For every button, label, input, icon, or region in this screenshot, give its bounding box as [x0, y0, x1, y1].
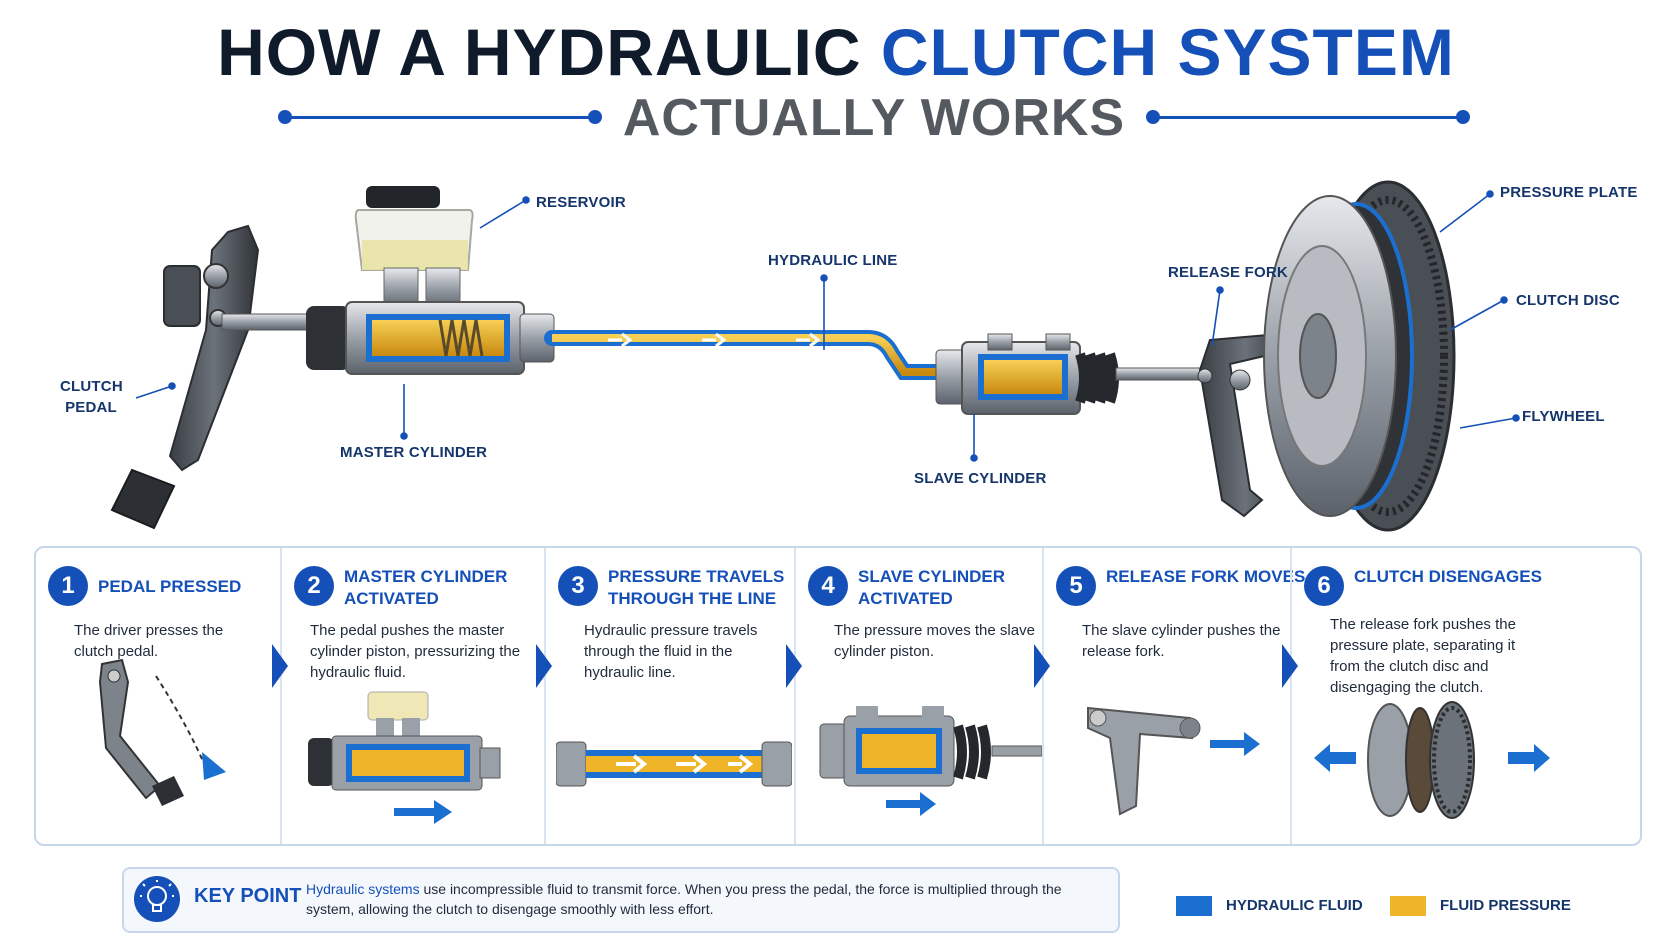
key-point-highlight: Hydraulic systems — [306, 881, 420, 897]
step-arrow — [272, 644, 288, 688]
step-title: PRESSURE TRAVELS THROUGH THE LINE — [608, 567, 785, 608]
step-title: SLAVE CYLINDER ACTIVATED — [858, 567, 1006, 608]
step-divider — [544, 548, 546, 844]
legend-label-fluid: HYDRAULIC FLUID — [1226, 897, 1363, 914]
step-number: 4 — [808, 566, 848, 606]
step-divider — [280, 548, 282, 844]
slave-cylinder-graphic — [935, 333, 1217, 415]
step-title: PEDAL PRESSED — [98, 577, 242, 596]
title-main: HOW A HYDRAULIC — [217, 15, 881, 89]
master-cylinder-icon — [308, 691, 501, 824]
step-number: 6 — [1304, 566, 1344, 606]
step-arrow — [536, 644, 552, 688]
step-desc: The pressure moves the slave cylinder pi… — [834, 622, 1035, 660]
step-4: 4 SLAVE CYLINDER ACTIVATED The pressure … — [796, 548, 1042, 844]
step-desc: The driver presses the clutch pedal. — [74, 622, 224, 660]
step-desc: The release fork pushes the pressure pla… — [1330, 616, 1516, 696]
subtitle-row: ACTUALLY WORKS — [278, 88, 1470, 148]
step-title: CLUTCH DISENGAGES — [1354, 567, 1542, 586]
label-hydraulic-line: HYDRAULIC LINE — [768, 252, 898, 269]
label-slave-cylinder: SLAVE CYLINDER — [914, 470, 1047, 487]
label-reservoir: RESERVOIR — [536, 194, 626, 211]
step-divider — [1290, 548, 1292, 844]
step-1: 1 PEDAL PRESSED The driver presses the c… — [36, 548, 280, 844]
step-divider — [1042, 548, 1044, 844]
clutch-pedal-graphic — [110, 224, 313, 530]
label-clutch-pedal: CLUTCH PEDAL — [60, 378, 123, 416]
label-master-cylinder: MASTER CYLINDER — [340, 444, 488, 461]
page-subtitle: ACTUALLY WORKS — [622, 89, 1126, 147]
step-arrow — [1282, 644, 1298, 688]
step-number: 3 — [558, 566, 598, 606]
step-5: 5 RELEASE FORK MOVES The slave cylinder … — [1044, 548, 1305, 844]
rule-right — [1152, 116, 1462, 119]
step-6: 6 CLUTCH DISENGAGES The release fork pus… — [1292, 548, 1638, 844]
pedal-icon — [98, 658, 226, 806]
key-point-title: KEY POINT — [194, 885, 302, 907]
step-divider — [794, 548, 796, 844]
rule-left — [284, 116, 594, 119]
step-desc: The slave cylinder pushes the release fo… — [1082, 622, 1281, 660]
clutch-disengage-icon — [1314, 701, 1550, 819]
step-2: 2 MASTER CYLINDER ACTIVATED The pedal pu… — [282, 548, 544, 844]
key-point-text: Hydraulic systems use incompressible flu… — [306, 879, 1106, 919]
label-flywheel: FLYWHEEL — [1522, 408, 1605, 425]
rule-dot-right — [1456, 110, 1470, 124]
clutch-system-illustration — [110, 180, 1520, 532]
label-release-fork: RELEASE FORK — [1168, 264, 1288, 281]
lightbulb-icon — [134, 876, 180, 922]
step-title: RELEASE FORK MOVES — [1106, 567, 1306, 586]
page-title: HOW A HYDRAULIC CLUTCH SYSTEM — [0, 14, 1672, 90]
leader-lines — [135, 190, 1520, 462]
step-arrow — [1034, 644, 1050, 688]
slave-cylinder-icon — [819, 706, 1042, 816]
step-number: 1 — [48, 566, 88, 606]
step-desc: The pedal pushes the master cylinder pis… — [310, 622, 521, 681]
step-number: 5 — [1056, 566, 1096, 606]
title-accent: CLUTCH SYSTEM — [880, 15, 1455, 89]
step-arrow — [786, 644, 802, 688]
steps-panel: 1 PEDAL PRESSED The driver presses the c… — [34, 546, 1642, 846]
rule-dot-inner-left — [588, 110, 602, 124]
hydraulic-line-icon — [556, 741, 792, 787]
legend-swatch-pressure — [1390, 896, 1426, 916]
key-point-body: use incompressible fluid to transmit for… — [306, 881, 1062, 917]
legend-swatch-fluid — [1176, 896, 1212, 916]
step-desc: Hydraulic pressure travels through the f… — [584, 622, 758, 681]
label-pressure-plate: PRESSURE PLATE — [1500, 184, 1638, 201]
hydraulic-line-graphic — [544, 330, 948, 380]
master-cylinder-graphic — [306, 186, 555, 375]
step-number: 2 — [294, 566, 334, 606]
label-clutch-disc: CLUTCH DISC — [1516, 292, 1620, 309]
clutch-assembly-graphic — [1263, 180, 1456, 532]
release-fork-icon — [1087, 706, 1260, 816]
key-point-box: KEY POINT Hydraulic systems use incompre… — [122, 867, 1120, 933]
step-title: MASTER CYLINDER ACTIVATED — [344, 567, 508, 608]
step-3: 3 PRESSURE TRAVELS THROUGH THE LINE Hydr… — [546, 548, 794, 844]
legend-label-pressure: FLUID PRESSURE — [1440, 897, 1571, 914]
